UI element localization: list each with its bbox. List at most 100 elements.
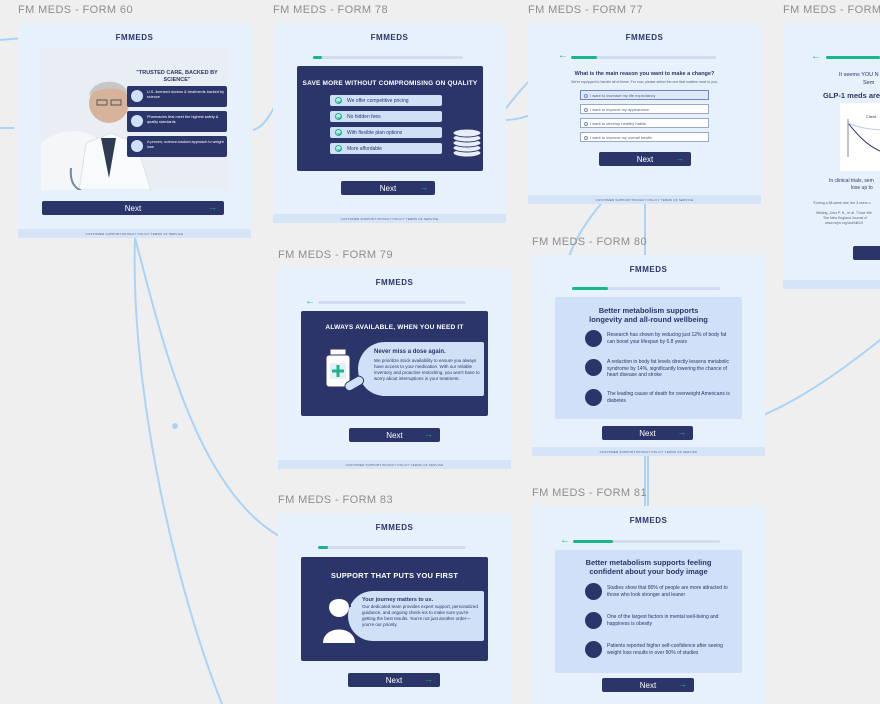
frame-label-form-60: FM MEDS - FORM 60 (18, 4, 133, 16)
next-button[interactable]: Next→ (602, 426, 693, 440)
brand-logo: FMMEDS (115, 33, 154, 42)
pricing-card: SAVE MORE WITHOUT COMPROMISING ON QUALIT… (297, 66, 483, 171)
brain-icon (585, 612, 602, 629)
results-chart: Client (840, 103, 880, 171)
frame-label-form-80: FM MEDS - FORM 80 (532, 236, 647, 248)
progress-bar (573, 540, 720, 543)
check-icon (335, 97, 342, 104)
brand-logo: FMMEDS (375, 523, 414, 532)
metabolism-panel: Better metabolism supports longevity and… (555, 297, 742, 419)
check-icon (131, 140, 143, 152)
back-arrow-icon[interactable]: ← (305, 296, 315, 307)
progress-bar (318, 301, 466, 304)
form-60-frame: FMMEDS "TRUSTED CARE, BACKED BY SCIENCE"… (18, 23, 251, 238)
pricing-item: We offer competitive pricing (330, 95, 442, 106)
stat-row: One of the largest factors in mental wel… (607, 614, 719, 627)
info-panel: Your journey matters to us. Our dedicate… (348, 591, 484, 641)
footer-bar (532, 447, 765, 456)
answer-option[interactable]: I want to improve my overall health (580, 132, 709, 142)
progress-fill (571, 56, 597, 59)
answer-option[interactable]: I want to develop healthy habits (580, 118, 709, 128)
footer-links[interactable]: CUSTOMER SUPPORT PRIVACY POLICY TERMS OF… (345, 463, 444, 467)
brand-logo: FMMEDS (625, 33, 664, 42)
medication-bottle-icon (325, 348, 365, 392)
answer-option[interactable]: I want to improve my appearance (580, 104, 709, 114)
progress-fill (313, 56, 322, 59)
back-arrow-icon[interactable]: ← (560, 535, 570, 546)
footer-links[interactable]: CUSTOMER SUPPORT PRIVACY POLICY TERMS OF… (595, 198, 694, 202)
back-arrow-icon[interactable]: ← (558, 50, 568, 61)
frame-label-form-77: FM MEDS - FORM 77 (528, 4, 643, 16)
next-button[interactable]: Next→ (349, 428, 440, 442)
progress-fill (826, 56, 880, 59)
result-body: In clinical trials, sem (829, 178, 874, 184)
form-partial-frame: ← It seems YOU N Sem GLP-1 meds are Clie… (783, 23, 880, 289)
next-button[interactable]: Next→ (599, 152, 691, 166)
panel-title: Better metabolism supports feeling confi… (585, 558, 712, 576)
check-icon (335, 145, 342, 152)
footer-bar (18, 229, 251, 238)
next-button[interactable] (853, 246, 880, 260)
progress-bar (572, 287, 720, 290)
panel-title: Better metabolism supports longevity and… (589, 306, 708, 324)
footer-links[interactable]: CUSTOMER SUPPORT PRIVACY POLICY TERMS OF… (85, 232, 184, 236)
arrow-right-icon: → (424, 674, 433, 684)
pricing-item: No hidden fees (330, 111, 442, 122)
frame-label-form-81: FM MEDS - FORM 81 (532, 487, 647, 499)
answer-option[interactable]: I want to increase my life expectancy (580, 90, 709, 100)
frame-label-form-78: FM MEDS - FORM 78 (273, 4, 388, 16)
benefit-item: A proven, science-backed approach to wei… (127, 136, 227, 157)
next-button[interactable]: Next→ (602, 678, 694, 692)
check-icon (335, 129, 342, 136)
support-card: SUPPORT THAT PUTS YOU FIRST Your journey… (301, 557, 488, 661)
dna-icon (585, 389, 602, 406)
question-hint: We're equipped to handle all of these. F… (571, 80, 718, 84)
trend-line (847, 119, 880, 157)
brand-logo: FMMEDS (629, 516, 668, 525)
arrow-right-icon: → (424, 429, 433, 439)
frame-label-form-partial: FM MEDS - FORM (783, 4, 880, 16)
footer-links[interactable]: CUSTOMER SUPPORT PRIVACY POLICY TERMS OF… (340, 217, 439, 221)
next-button[interactable]: Next→ (42, 201, 224, 215)
progress-fill (573, 540, 613, 543)
frame-label-form-83: FM MEDS - FORM 83 (278, 494, 393, 506)
footnote: *During a 68-week trial, the 3 users o (813, 201, 871, 205)
progress-bar (318, 546, 466, 549)
availability-card: ALWAYS AVAILABLE, WHEN YOU NEED IT Never… (301, 311, 488, 416)
heartbeat-icon (585, 330, 602, 347)
progress-bar (571, 56, 716, 59)
stat-row: The leading cause of death for overweigh… (607, 391, 730, 404)
arrow-right-icon: → (677, 427, 686, 437)
progress-bar (313, 56, 463, 59)
person-icon (585, 583, 602, 600)
stat-row: Patients reported higher self-confidence… (607, 643, 723, 656)
footer-bar (273, 214, 506, 223)
pricing-item: More affordable (330, 143, 442, 154)
progress-bar (826, 56, 880, 59)
benefit-item: Pharmacies that meet the highest safety … (127, 111, 227, 132)
arrow-right-icon: → (675, 153, 684, 163)
progress-fill (572, 287, 608, 290)
footnote: Wilding, John P. H., et al. "Once-We (816, 211, 872, 215)
card-title: SAVE MORE WITHOUT COMPROMISING ON QUALIT… (302, 80, 478, 87)
next-button[interactable]: Next→ (348, 673, 440, 687)
check-icon (131, 90, 143, 102)
hero-quote: "TRUSTED CARE, BACKED BY SCIENCE" (136, 70, 218, 83)
arrow-right-icon: → (678, 679, 687, 689)
card-title: ALWAYS AVAILABLE, WHEN YOU NEED IT (325, 324, 464, 331)
check-icon (131, 115, 143, 127)
footnote: The New England Journal of (823, 216, 868, 220)
card-title: SUPPORT THAT PUTS YOU FIRST (330, 571, 459, 580)
form-79-frame: FMMEDS ← ALWAYS AVAILABLE, WHEN YOU NEED… (278, 268, 511, 469)
brand-logo: FMMEDS (629, 265, 668, 274)
molecule-icon (585, 359, 602, 376)
stat-row: Research has shown by reducing just 12% … (607, 332, 727, 345)
benefit-item: U.S.-licensed doctors & treatments backe… (127, 86, 227, 107)
brand-logo: FMMEDS (370, 33, 409, 42)
back-arrow-icon[interactable]: ← (811, 51, 821, 62)
chart-label: Client (866, 114, 877, 119)
next-button[interactable]: Next→ (341, 181, 435, 195)
arrow-right-icon: → (208, 202, 217, 212)
footer-links[interactable]: CUSTOMER SUPPORT PRIVACY POLICY TERMS OF… (599, 450, 698, 454)
form-83-frame: FMMEDS SUPPORT THAT PUTS YOU FIRST Your … (278, 513, 511, 704)
